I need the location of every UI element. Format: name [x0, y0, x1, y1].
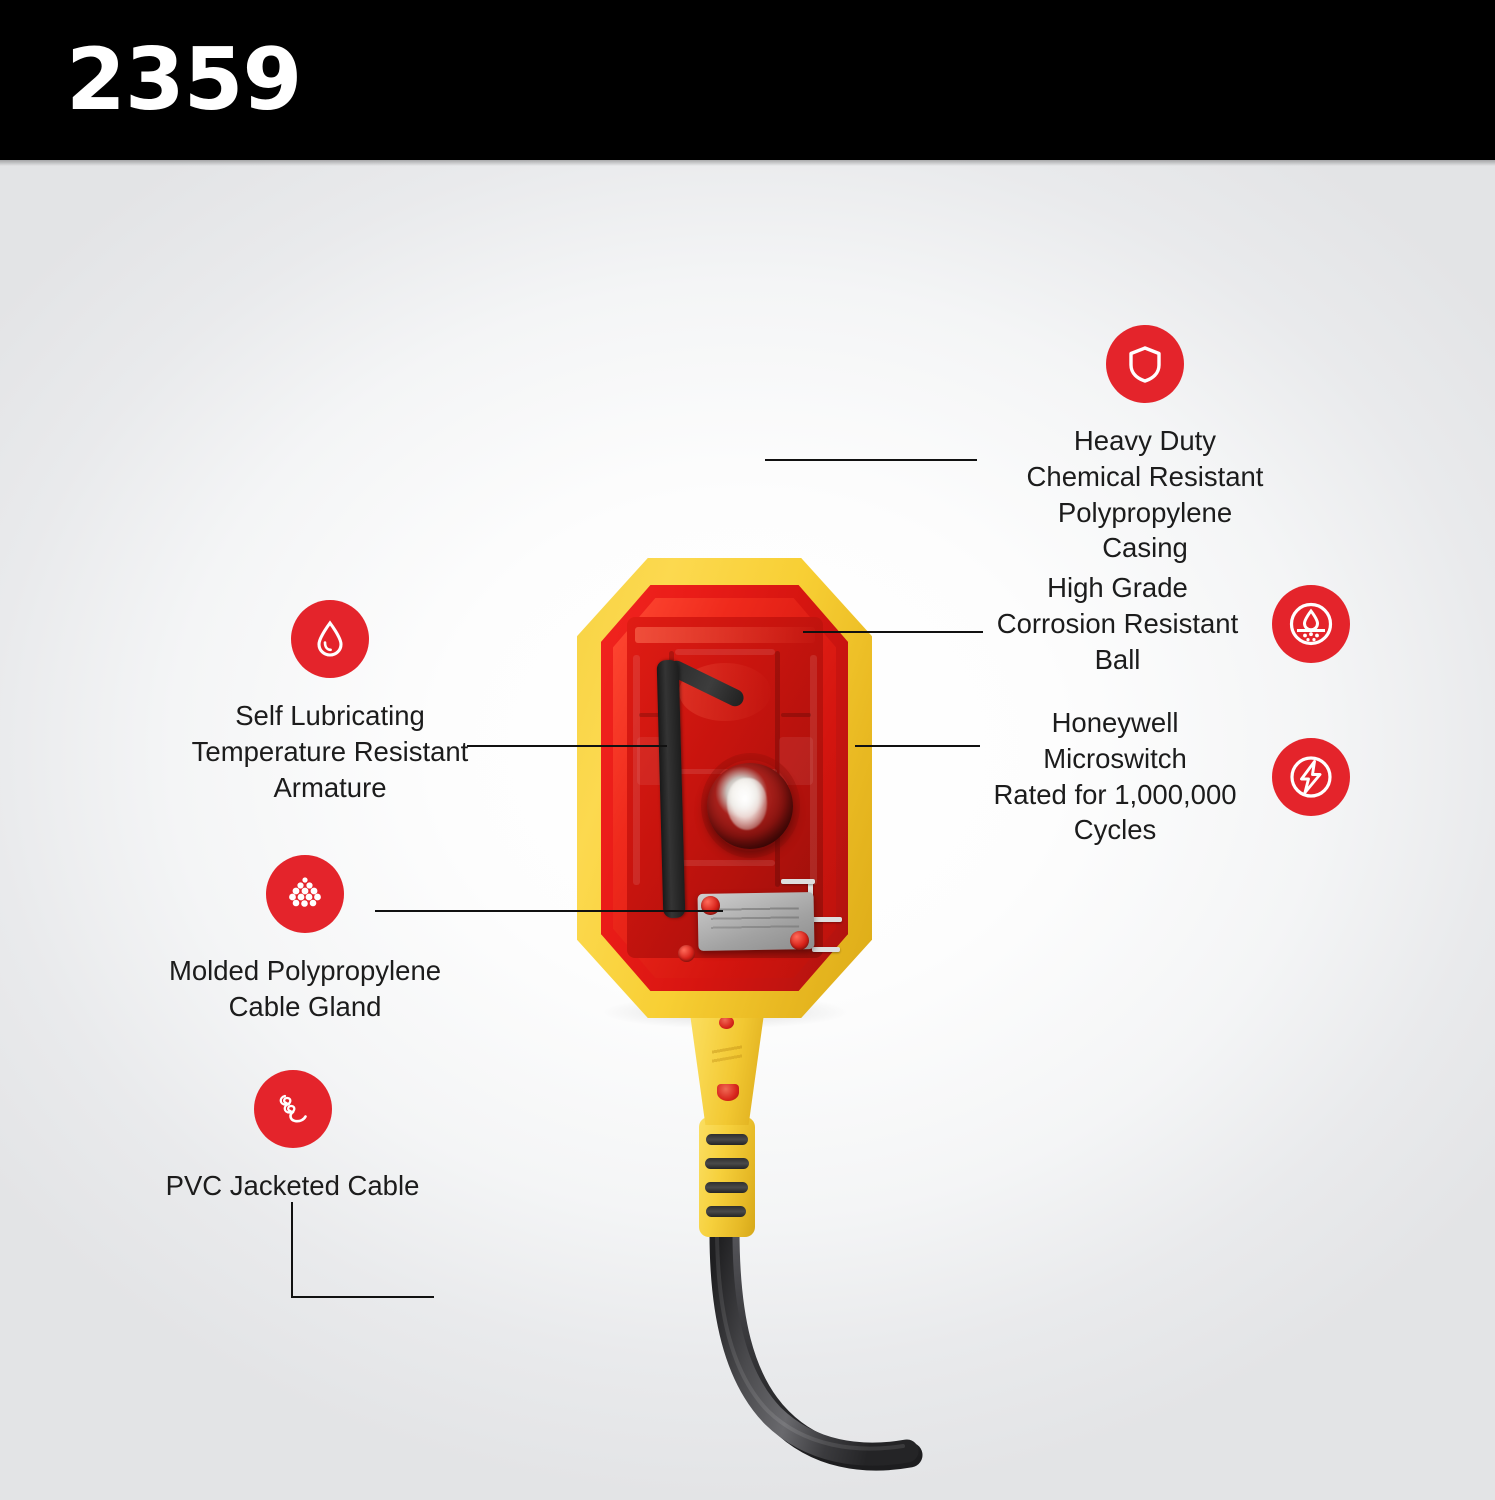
housing-boss — [678, 945, 695, 962]
product-image — [565, 395, 923, 1471]
callout-label: Heavy Duty Chemical Resistant Polypropyl… — [1026, 425, 1264, 564]
callout-corrosion-resistant-ball: High Grade Corrosion Resistant Ball — [985, 570, 1350, 677]
leader-line-cable-horizontal — [291, 1296, 434, 1298]
cable-strain-relief — [699, 1117, 755, 1237]
leader-line-microswitch — [855, 745, 980, 747]
leader-line-gland — [375, 910, 723, 912]
corrosion-droplet-icon — [1272, 584, 1350, 663]
leader-line-cable-vertical — [291, 1202, 293, 1298]
switch-label-text — [710, 903, 800, 941]
gland-vent-dot-bottom — [717, 1084, 739, 1101]
callout-label: PVC Jacketed Cable — [165, 1170, 420, 1201]
shield-icon — [1106, 325, 1184, 403]
callout-heavy-duty-casing: Heavy Duty Chemical Resistant Polypropyl… — [995, 325, 1295, 566]
switch-rivet-top — [701, 896, 720, 915]
header-bar: 2359 — [0, 0, 1495, 160]
leader-line-armature — [467, 745, 667, 747]
coiled-cable-icon — [253, 1070, 332, 1148]
switch-terminal-4 — [812, 947, 840, 952]
switch-terminal-2 — [781, 879, 815, 884]
switch-rivet-bottom — [790, 931, 809, 950]
callout-pvc-jacketed-cable: PVC Jacketed Cable — [145, 1070, 440, 1204]
callout-label: High Grade Corrosion Resistant Ball — [996, 572, 1239, 675]
leader-line-ball — [803, 631, 983, 633]
gland-texture — [712, 1042, 742, 1078]
lightning-bolt-icon — [1272, 737, 1350, 816]
callout-label: Self Lubricating Temperature Resistant A… — [191, 700, 469, 803]
callout-honeywell-microswitch: Honeywell Microswitch Rated for 1,000,00… — [980, 705, 1350, 848]
pvc-cable — [709, 1217, 923, 1471]
gland-vent-dot-top — [719, 1016, 734, 1029]
oil-droplet-icon — [291, 600, 369, 678]
callout-self-lubricating-armature: Self Lubricating Temperature Resistant A… — [170, 600, 490, 805]
product-infographic-stage: Heavy Duty Chemical Resistant Polypropyl… — [0, 160, 1495, 1500]
callout-molded-cable-gland: Molded Polypropylene Cable Gland — [145, 855, 465, 1025]
polymer-granules-icon — [266, 855, 344, 933]
switch-terminal-3 — [812, 917, 842, 922]
page-title: 2359 — [66, 30, 302, 130]
ball-seat — [701, 753, 800, 858]
callout-label: Molded Polypropylene Cable Gland — [168, 955, 442, 1022]
leader-line-casing — [765, 459, 977, 461]
callout-label: Honeywell Microswitch Rated for 1,000,00… — [993, 707, 1237, 846]
stage-top-shadow — [0, 160, 1495, 166]
ball-specular-highlight — [727, 778, 767, 830]
